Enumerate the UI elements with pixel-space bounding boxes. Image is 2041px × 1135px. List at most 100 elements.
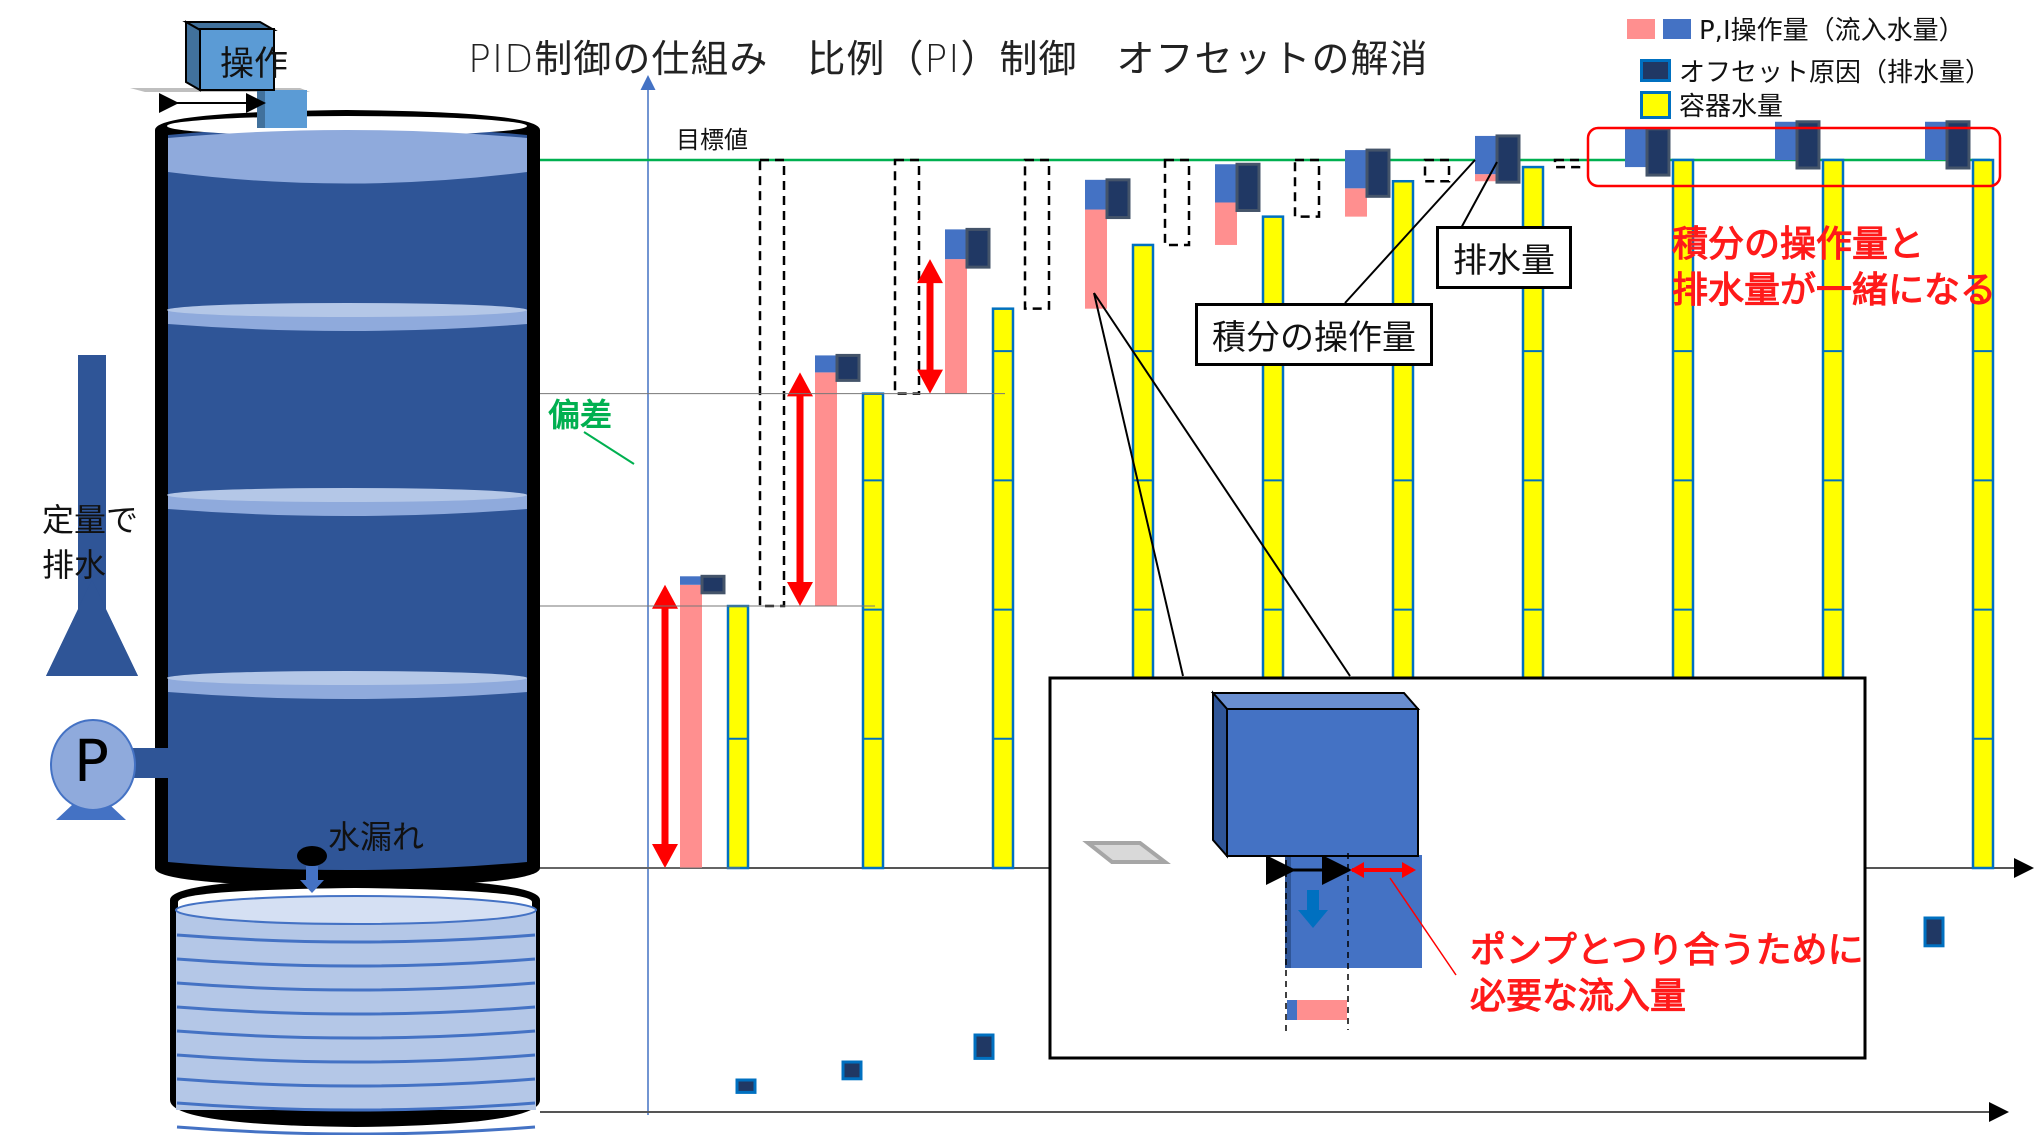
inset-panel <box>1048 676 1867 1060</box>
drain-block <box>1795 120 1821 170</box>
leak-receiver-tank <box>170 878 540 1135</box>
inset-note-line2: 必要な流入量 <box>1470 976 1687 1017</box>
step-2 <box>540 158 921 870</box>
tank-level-surface <box>167 488 527 502</box>
legend-item-volume: 容器水量 <box>1640 86 1783 123</box>
water-swatch-icon <box>1640 90 1671 119</box>
i-amount-bar <box>945 229 967 260</box>
drain-block <box>1495 134 1521 184</box>
drain-label-line1: 定量で <box>42 501 139 539</box>
p-amount-bar <box>680 584 702 868</box>
drain-block <box>965 227 991 269</box>
drain-label-line2: 排水 <box>42 546 107 584</box>
p-amount-bar <box>945 259 967 394</box>
integral-trend-marker <box>735 1078 757 1094</box>
integral-callout-leader <box>1344 159 1476 304</box>
drain-block <box>1365 148 1391 198</box>
leak-stripe <box>176 981 536 992</box>
summary-line2: 排水量が一緒になる <box>1672 270 1997 311</box>
drain-block <box>1105 178 1131 220</box>
deviation-label: 偏差 <box>548 396 613 434</box>
drain-block <box>835 353 861 382</box>
tank-level-surface <box>167 671 527 685</box>
p-amount-bar <box>815 372 837 607</box>
leak-stripe <box>176 1005 536 1016</box>
summary-line1: 積分の操作量と <box>1672 224 1925 265</box>
deviation-outline <box>1423 158 1451 183</box>
i-amount-bar <box>1625 128 1647 168</box>
leak-stripe <box>176 1125 536 1135</box>
legend-item-pi: P,I操作量（流入水量） <box>1627 10 1965 47</box>
water-column <box>726 604 750 870</box>
drain-block <box>700 574 726 595</box>
operation-actuator <box>130 20 310 128</box>
pump <box>46 355 327 893</box>
deviation-outline <box>758 158 786 608</box>
legend-label: オフセット原因（排水量） <box>1679 58 1992 88</box>
i-amount-bar <box>1925 121 1947 160</box>
deviation-outline <box>893 158 921 395</box>
arrow-head-down-icon <box>917 369 943 394</box>
deviation-leader <box>583 431 635 465</box>
drain-swatch-icon <box>1640 59 1671 82</box>
deviation-outline <box>1023 158 1051 310</box>
drain-block <box>1645 127 1671 177</box>
legend-label: 容器水量 <box>1679 92 1784 122</box>
i-amount-bar <box>815 355 837 373</box>
integral-trend-marker <box>841 1060 863 1081</box>
leak-stripe <box>176 957 536 968</box>
i-amount-bar <box>1345 150 1367 189</box>
steady-state-highlight <box>1586 126 2002 188</box>
inset-note-line1: ポンプとつり合うために <box>1470 930 1864 971</box>
deviation-outline <box>1293 158 1321 218</box>
integral-trend-marker <box>973 1033 995 1060</box>
leak-stripe <box>176 1077 536 1088</box>
p-amount-swatch-icon <box>1627 18 1655 39</box>
drain-callout-leader <box>1459 161 1498 231</box>
legend-label: P,I操作量（流入水量） <box>1699 16 1965 46</box>
water-column <box>1971 158 1995 870</box>
step-10 <box>1925 120 1995 870</box>
main-tank <box>155 110 540 887</box>
page-title: PID制御の仕組み 比例（PI）制御 オフセットの解消 <box>468 37 1429 81</box>
step-3 <box>540 158 1051 870</box>
inset-note: ポンプとつり合うために 必要な流入量 <box>1470 928 1863 1020</box>
arrow-head-down-icon <box>787 582 813 607</box>
operation-label: 操作 <box>220 44 288 84</box>
target-label: 目標値 <box>676 126 748 154</box>
tank-level-surface <box>167 303 527 317</box>
leak-stripe <box>176 933 536 944</box>
drain-block <box>1945 120 1971 170</box>
p-amount-bar <box>1345 188 1367 217</box>
i-amount-bar <box>1475 135 1497 175</box>
i-amount-bar <box>1085 179 1107 210</box>
i-amount-bar <box>1215 164 1237 203</box>
p-amount-bar <box>1475 174 1497 182</box>
leak-stripe <box>176 1053 536 1064</box>
drain-callout: 排水量 <box>1436 226 1572 289</box>
arrow-head-up-icon <box>652 584 678 609</box>
integral-callout: 積分の操作量 <box>1195 303 1433 366</box>
p-amount-bar <box>1085 209 1107 309</box>
step-1 <box>540 158 786 870</box>
summary-note: 積分の操作量と 排水量が一緒になる <box>1672 222 1996 314</box>
drain-block <box>1235 162 1261 212</box>
leak-stripe <box>176 1029 536 1040</box>
i-amount-bar <box>1775 121 1797 160</box>
i-amount-bar <box>680 576 702 585</box>
pump-label: P <box>74 727 109 795</box>
integral-trend-marker <box>1923 916 1945 948</box>
arrow-head-up-icon <box>787 372 813 397</box>
water-column <box>861 392 885 870</box>
deviation-outline <box>1163 158 1191 247</box>
arrow-head-up-icon <box>917 259 943 284</box>
inset-leader-left <box>1093 292 1184 677</box>
p-amount-bar <box>1215 202 1237 245</box>
arrow-head-down-icon <box>652 844 678 868</box>
leak-stripe <box>176 1101 536 1112</box>
legend-item-offset: オフセット原因（排水量） <box>1640 52 1991 89</box>
inset-leader-right <box>1093 292 1351 677</box>
i-amount-swatch-icon <box>1663 18 1691 39</box>
